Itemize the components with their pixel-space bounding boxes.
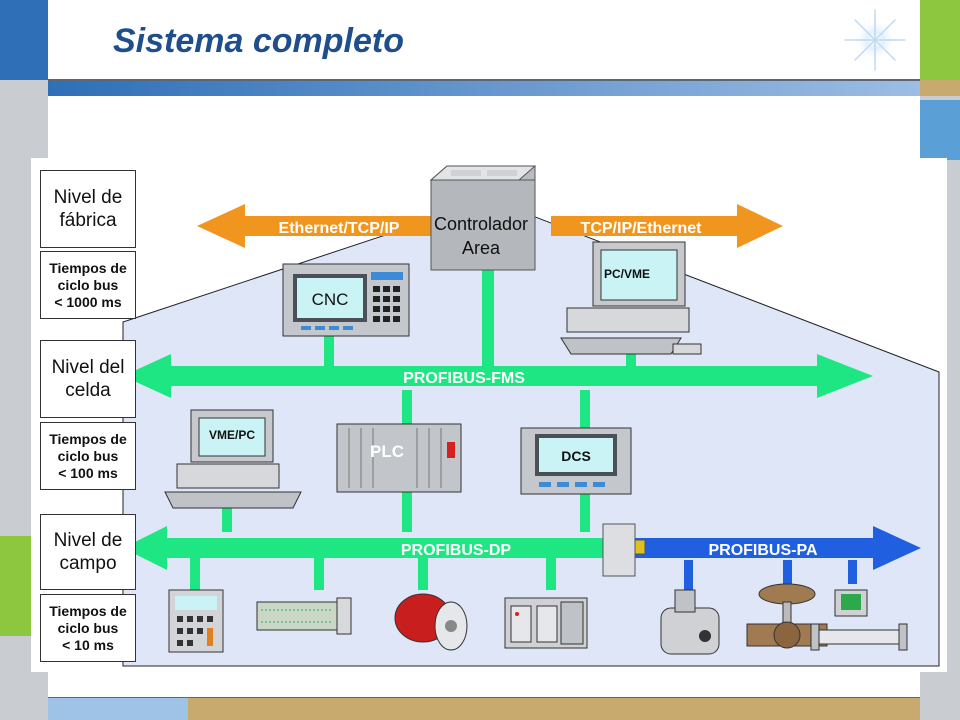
ethernet-left-label: Ethernet/TCP/IP bbox=[279, 220, 400, 237]
pump-icon bbox=[660, 589, 720, 655]
level-cell-label: Nivel del celda bbox=[40, 340, 136, 418]
right-blue-block bbox=[920, 100, 960, 160]
bottom-band-blue bbox=[48, 698, 188, 720]
vme-pc-label: VME/PC bbox=[209, 428, 255, 442]
profibus-fms-label: PROFIBUS-FMS bbox=[403, 370, 525, 387]
cnc-icon bbox=[282, 263, 410, 337]
pc-vme-workstation-icon bbox=[560, 241, 702, 355]
profibus-pa-bus bbox=[635, 526, 921, 570]
area-controller-label-line1: Controlador bbox=[434, 214, 528, 234]
title-band-blue bbox=[48, 81, 920, 96]
drive-motor-icon bbox=[394, 593, 468, 651]
ethernet-right-label: TCP/IP/Ethernet bbox=[581, 220, 703, 237]
pa-drops bbox=[684, 560, 857, 594]
modular-io-icon bbox=[504, 597, 588, 649]
io-module-icon bbox=[256, 597, 352, 635]
left-blue-block bbox=[0, 0, 48, 80]
cnc-label: CNC bbox=[312, 290, 349, 309]
right-tan-block bbox=[920, 80, 960, 96]
valve-icon bbox=[746, 583, 828, 649]
dcs-icon bbox=[520, 427, 632, 495]
pc-vme-label: PC/VME bbox=[604, 267, 650, 281]
ethernet-bus bbox=[197, 204, 783, 248]
level-field-cycle-time: Tiempos de ciclo bus < 10 ms bbox=[40, 594, 136, 662]
level-field-label: Nivel de campo bbox=[40, 514, 136, 590]
level-factory-label: Nivel de fábrica bbox=[40, 170, 136, 248]
operator-panel-icon bbox=[168, 589, 224, 653]
profibus-dp-label: PROFIBUS-DP bbox=[401, 542, 512, 559]
profibus-pa-label: PROFIBUS-PA bbox=[708, 542, 817, 559]
right-green-block bbox=[920, 0, 960, 80]
bottom-band-line bbox=[48, 697, 920, 698]
profibus-fms-bus bbox=[123, 354, 873, 398]
title-band-top-line bbox=[48, 79, 920, 81]
slide-title: Sistema completo bbox=[113, 22, 404, 60]
vme-pc-workstation-icon bbox=[164, 409, 302, 509]
coupler-icon bbox=[602, 523, 646, 577]
level-cell-cycle-time: Tiempos de ciclo bus < 100 ms bbox=[40, 422, 136, 490]
plc-label: PLC bbox=[370, 442, 404, 461]
area-controller-icon bbox=[429, 165, 537, 271]
network-diagram: Ethernet/TCP/IP TCP/IP/Ethernet PROFIBUS… bbox=[31, 158, 947, 672]
area-controller-label-line2: Area bbox=[462, 238, 501, 258]
sparkle-logo-icon bbox=[844, 9, 907, 71]
dcs-label: DCS bbox=[561, 448, 591, 464]
level-factory-cycle-time: Tiempos de ciclo bus < 1000 ms bbox=[40, 251, 136, 319]
plc-icon bbox=[336, 423, 462, 493]
profibus-dp-bus bbox=[123, 526, 603, 570]
flow-meter-icon bbox=[810, 589, 908, 651]
bottom-band-tan bbox=[188, 698, 920, 720]
